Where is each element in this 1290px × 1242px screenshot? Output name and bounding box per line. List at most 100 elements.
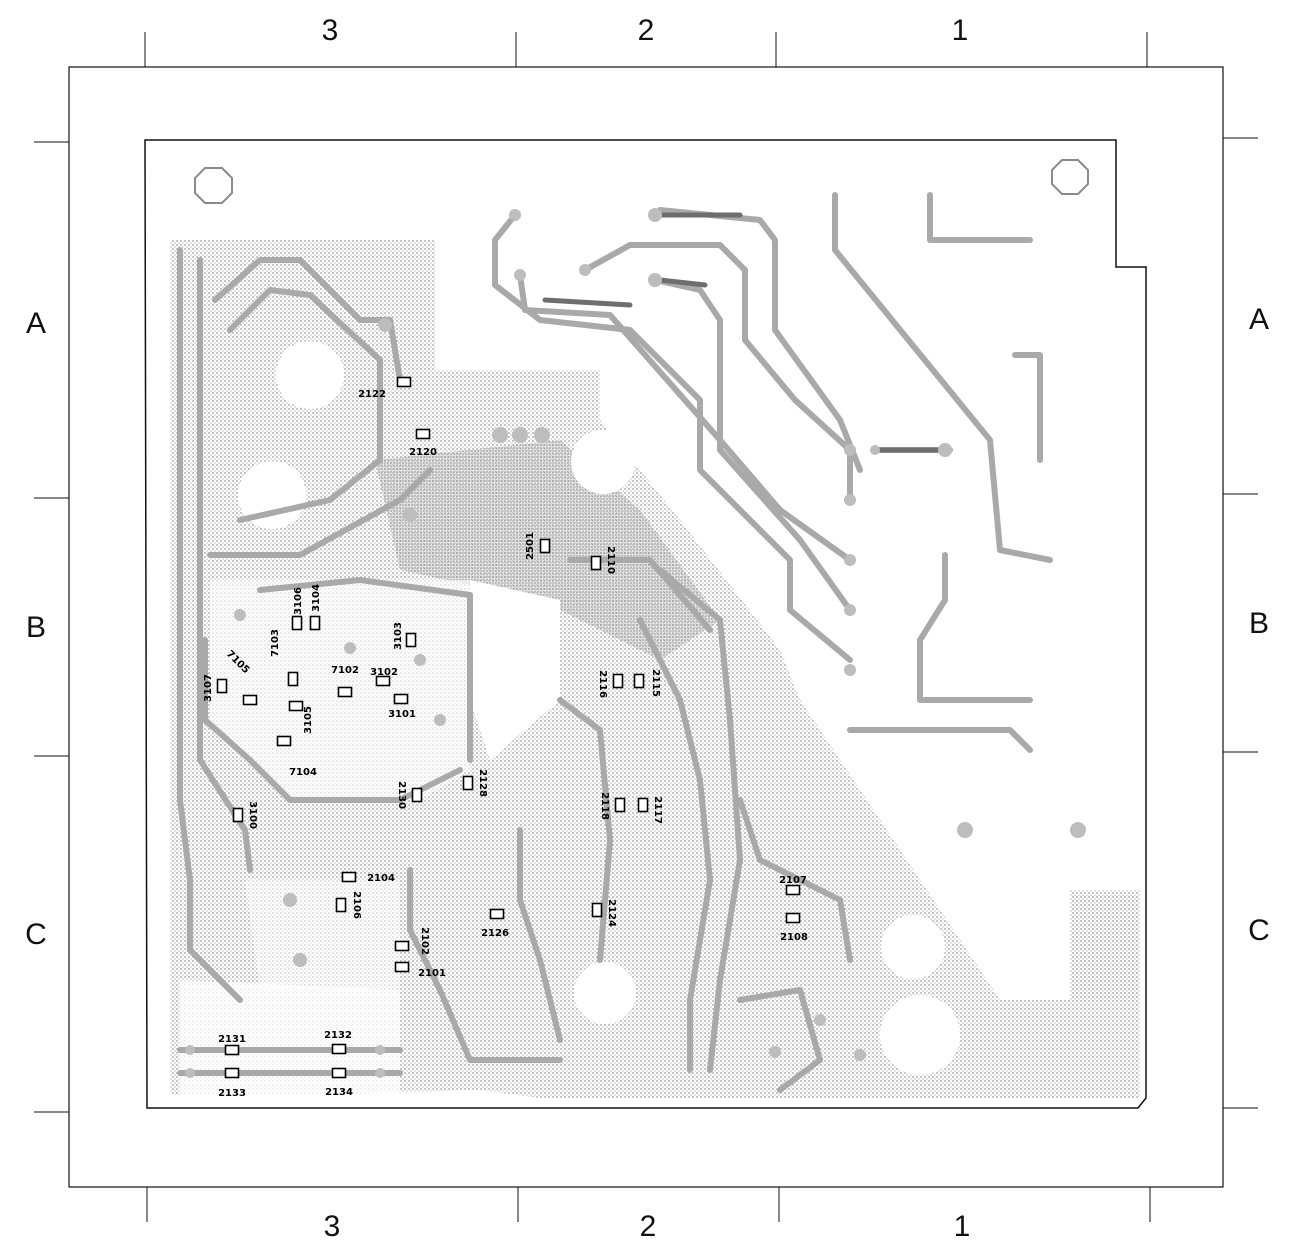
component-7104: 7104 — [276, 735, 317, 778]
component-ref-label: 2107 — [779, 875, 807, 886]
component-2102: 2102 — [394, 927, 430, 955]
component-ref-label: 3103 — [393, 622, 404, 650]
component-footprint — [785, 912, 801, 924]
component-ref-label: 2117 — [652, 796, 663, 824]
component-footprint — [224, 1067, 240, 1079]
component-footprint — [335, 897, 347, 913]
component-footprint — [224, 1044, 240, 1056]
component-2132: 2132 — [324, 1030, 352, 1055]
component-footprint — [396, 376, 412, 388]
component-2131: 2131 — [218, 1034, 246, 1056]
component-ref-label: 2106 — [351, 891, 362, 919]
component-3106: 3106 — [291, 587, 304, 631]
row-label-left-c: C — [25, 918, 47, 951]
component-footprint — [539, 538, 551, 554]
component-2124: 2124 — [591, 899, 617, 927]
column-label-bottom-3: 3 — [324, 1210, 341, 1242]
component-footprint — [309, 615, 321, 631]
component-ref-label: 2110 — [605, 546, 616, 574]
component-ref-label: 2104 — [367, 873, 395, 884]
component-footprint — [785, 884, 801, 896]
component-2130: 2130 — [396, 781, 423, 809]
component-ref-label: 2133 — [218, 1088, 246, 1099]
component-ref-label: 2501 — [525, 532, 536, 560]
component-ref-label: 2130 — [396, 781, 407, 809]
component-footprint — [411, 787, 423, 803]
component-footprint — [337, 686, 353, 698]
component-ref-label: 3106 — [293, 587, 304, 615]
component-ref-label: 3102 — [370, 667, 398, 678]
component-2134: 2134 — [325, 1067, 353, 1098]
component-2133: 2133 — [218, 1067, 246, 1099]
component-ref-label: 3100 — [247, 801, 258, 829]
component-3101: 3101 — [388, 693, 416, 720]
component-ref-label: 3105 — [303, 706, 314, 734]
component-footprint — [375, 675, 391, 687]
component-footprint — [232, 807, 244, 823]
component-ref-label: 2128 — [477, 769, 488, 797]
component-footprint — [591, 902, 603, 918]
component-footprint — [633, 673, 645, 689]
component-footprint — [216, 678, 228, 694]
component-ref-label: 2126 — [481, 928, 509, 939]
component-ref-label: 2108 — [780, 932, 808, 943]
component-2108: 2108 — [780, 912, 808, 943]
component-2501: 2501 — [525, 532, 551, 560]
component-footprint — [331, 1043, 347, 1055]
component-3105: 3105 — [288, 700, 314, 734]
component-2128: 2128 — [462, 769, 488, 797]
component-footprint — [405, 632, 417, 648]
component-2118: 2118 — [599, 792, 626, 820]
column-label-top-1: 1 — [952, 14, 969, 47]
component-2117: 2117 — [637, 796, 663, 824]
component-7103: 7103 — [270, 629, 299, 687]
row-label-right-c: C — [1248, 914, 1270, 947]
component-ref-label: 2116 — [597, 670, 608, 698]
component-layer: 2122 2120 2501 2110 3106 3104 3103 7103 7102 3102… — [203, 376, 808, 1099]
component-2104: 2104 — [341, 871, 395, 884]
column-label-bottom-2: 2 — [640, 1210, 657, 1242]
component-footprint — [287, 671, 299, 687]
grid-ticks — [34, 32, 1258, 1222]
component-2116: 2116 — [597, 670, 624, 698]
component-3103: 3103 — [393, 622, 417, 650]
component-footprint — [291, 615, 303, 631]
component-footprint — [394, 940, 410, 952]
component-ref-label: 2115 — [650, 669, 661, 697]
component-2120: 2120 — [409, 428, 437, 458]
outer-frame — [68, 66, 1224, 1188]
row-label-right-a: A — [1249, 303, 1269, 336]
component-footprint — [462, 775, 474, 791]
component-3100: 3100 — [232, 801, 258, 829]
component-footprint — [637, 797, 649, 813]
component-ref-label: 2134 — [325, 1087, 353, 1098]
component-2106: 2106 — [335, 891, 362, 919]
component-footprint — [331, 1067, 347, 1079]
component-footprint — [393, 693, 409, 705]
component-ref-label: 2132 — [324, 1030, 352, 1041]
component-footprint — [288, 700, 304, 712]
component-ref-label: 7103 — [270, 629, 281, 657]
component-2101: 2101 — [394, 961, 446, 979]
column-label-top-3: 3 — [322, 14, 339, 47]
component-ref-label: 2118 — [599, 792, 610, 820]
row-label-left-b: B — [26, 611, 46, 644]
component-ref-label: 3104 — [311, 584, 322, 612]
component-footprint — [242, 694, 258, 706]
component-3107: 3107 — [203, 674, 228, 702]
component-7102: 7102 — [331, 665, 359, 698]
component-ref-label: 7102 — [331, 665, 359, 676]
column-label-top-2: 2 — [638, 14, 655, 47]
component-2122: 2122 — [358, 376, 412, 400]
component-ref-label: 2101 — [418, 968, 446, 979]
row-label-left-a: A — [26, 307, 46, 340]
pcb-pads — [185, 208, 1086, 1078]
component-ref-label: 3101 — [388, 709, 416, 720]
component-2115: 2115 — [633, 669, 661, 697]
pcb-traces — [177, 192, 1053, 1093]
component-footprint — [612, 673, 624, 689]
component-footprint — [489, 908, 505, 920]
component-ref-label: 7104 — [289, 767, 317, 778]
mounting-holes — [194, 159, 1089, 204]
